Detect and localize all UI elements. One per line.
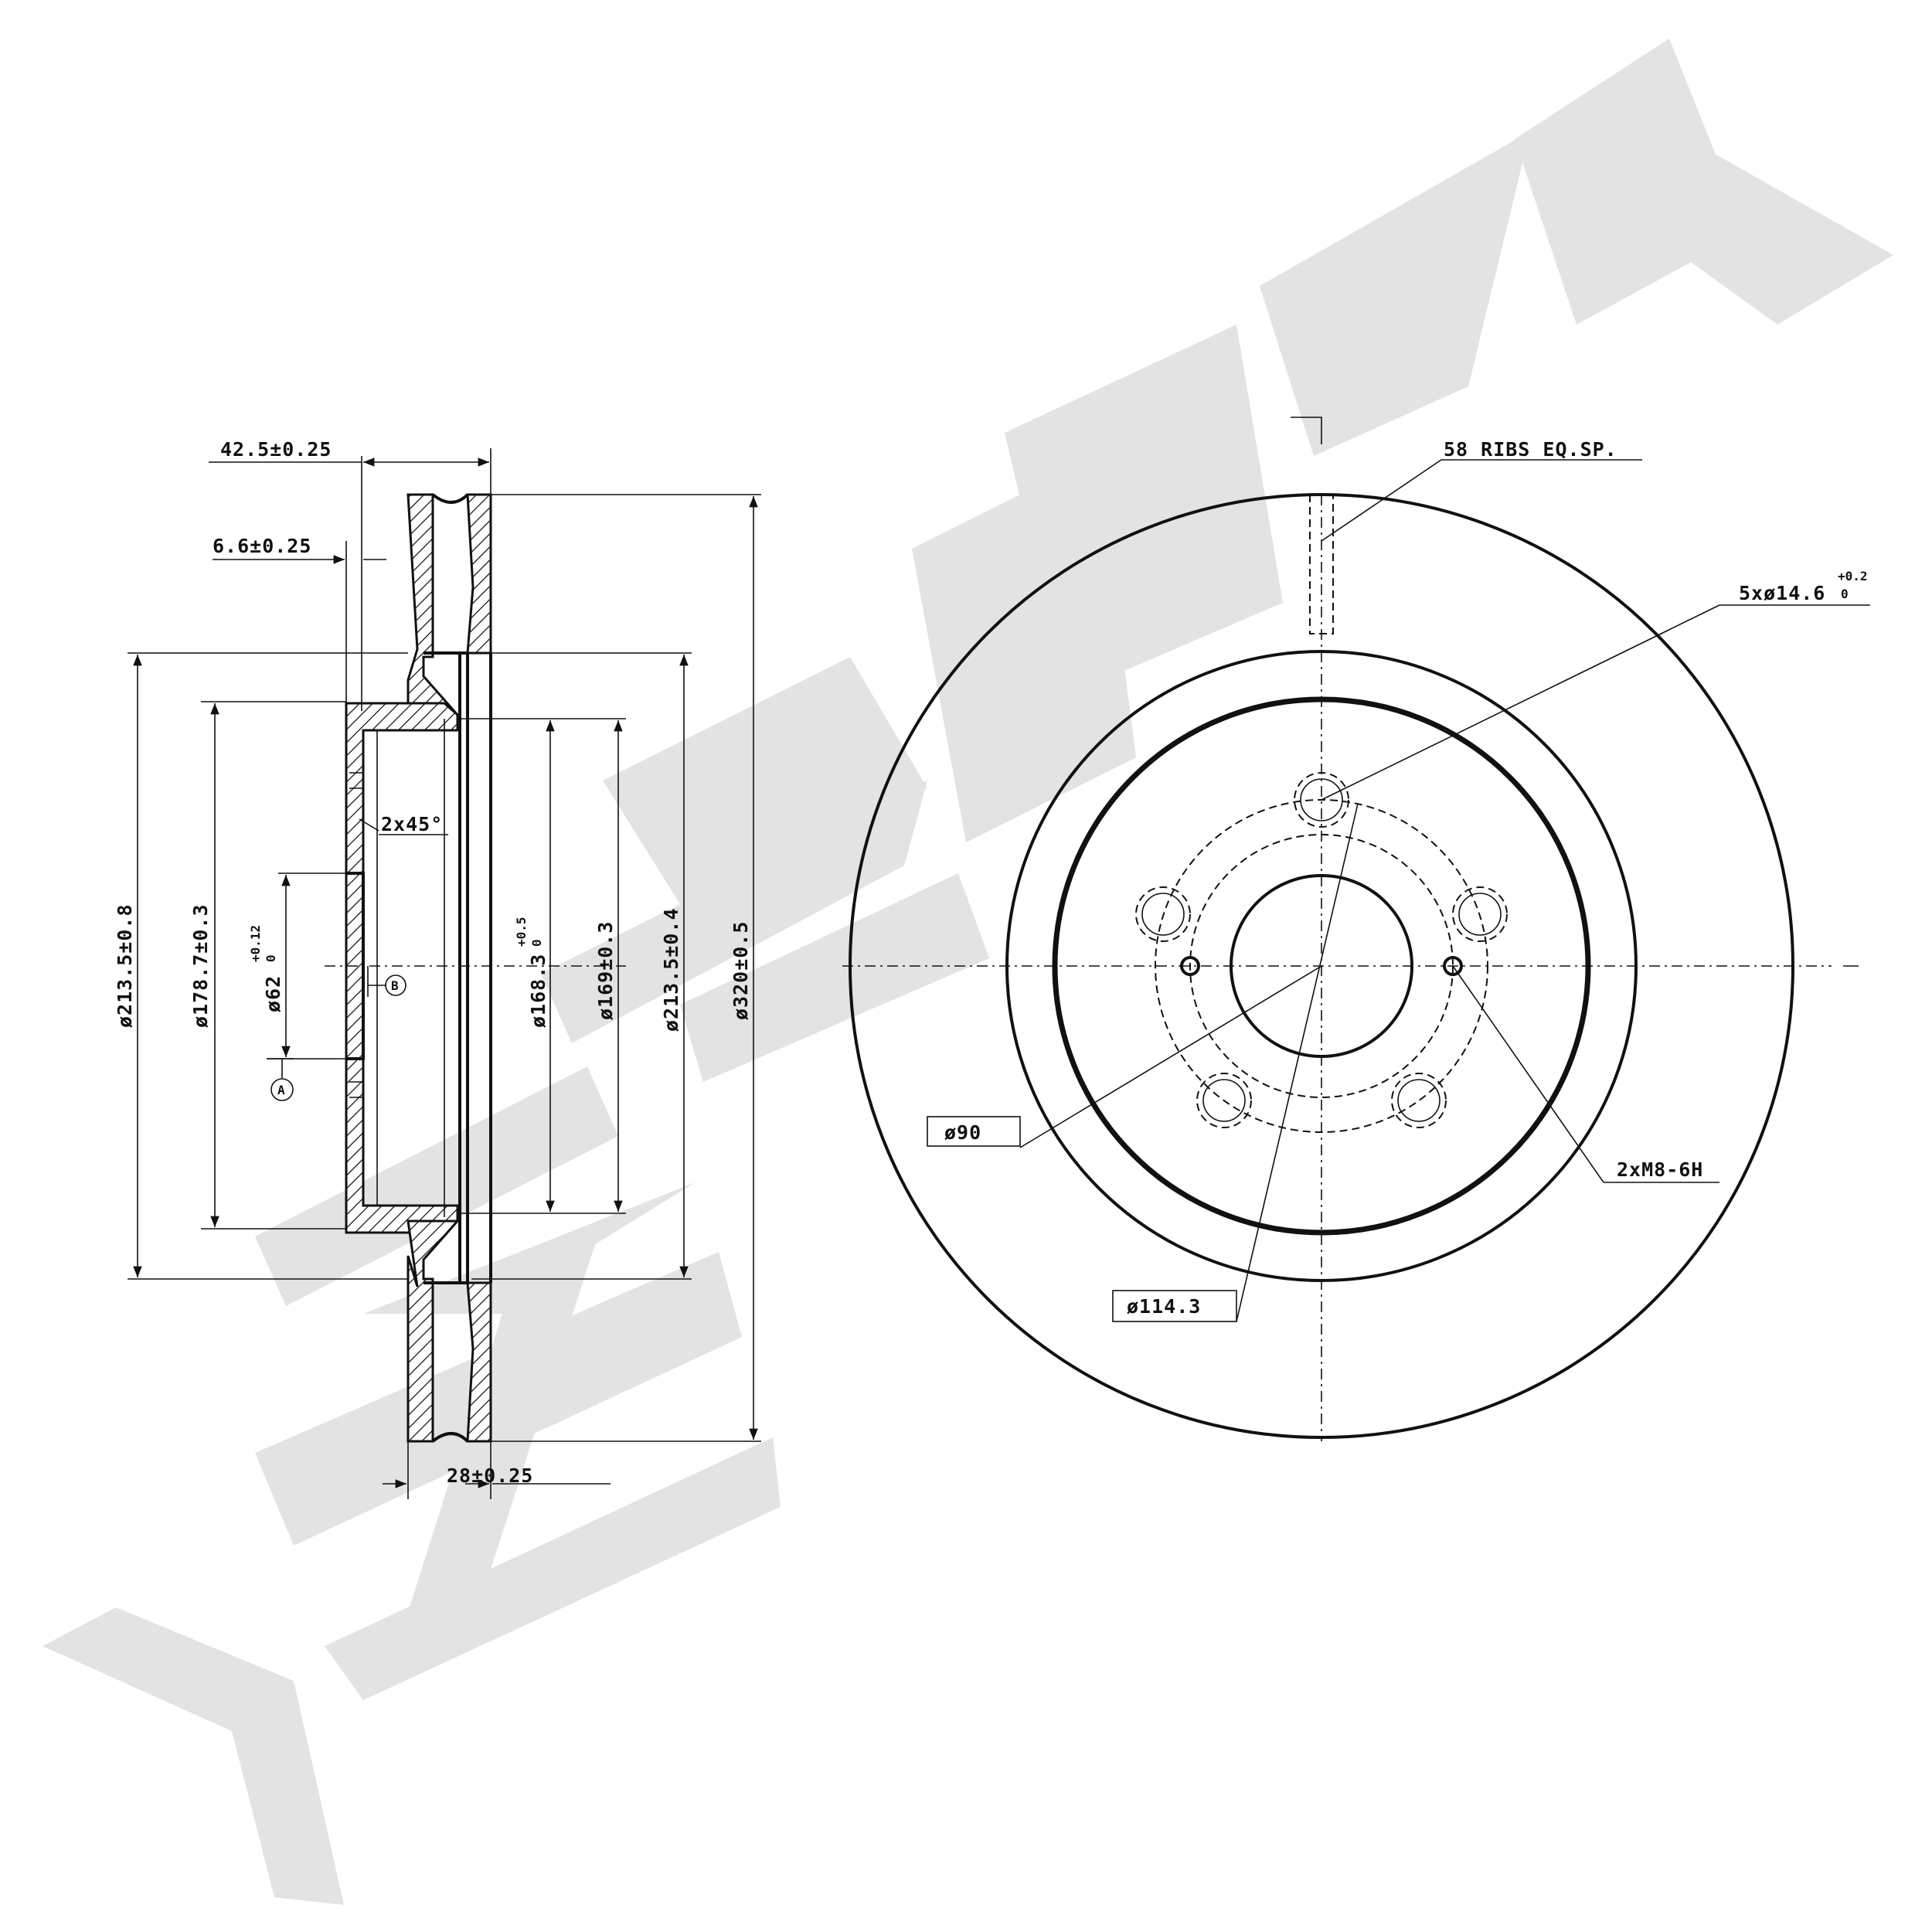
label-bolt-holes: 5xø14.6	[1739, 582, 1825, 604]
datum-b-label: B	[391, 978, 399, 993]
dim-inner-dia-1: ø168.3	[527, 954, 549, 1028]
front-view-texts: 58 RIBS EQ.SP. 5xø14.6 +0.2 0 2xM8-6H ø9…	[944, 438, 1868, 1318]
side-section-view	[325, 493, 626, 1443]
front-view	[842, 417, 1870, 1441]
dim-hat-outer-dia: ø213.5±0.8	[114, 903, 136, 1028]
dim-offset-width: 42.5±0.25	[220, 438, 332, 461]
dim-hat-inner-dia: ø178.7±0.3	[189, 903, 212, 1028]
bolt-hole-upper-left	[1135, 886, 1191, 942]
side-dimension-lines	[128, 448, 761, 1499]
dim-hat-thickness: 6.6±0.25	[213, 535, 311, 557]
label-ribs: 58 RIBS EQ.SP.	[1444, 438, 1617, 461]
dim-center-bore-tol-lower: 0	[264, 954, 278, 962]
watermark-logo	[43, 39, 1893, 1905]
label-threaded-holes: 2xM8-6H	[1617, 1158, 1703, 1181]
label-bolt-holes-tol-upper: +0.2	[1838, 569, 1868, 583]
label-pcd: ø114.3	[1127, 1295, 1201, 1318]
bolt-hole-top	[1294, 772, 1349, 828]
bottom-friction-ring-outer	[466, 1281, 492, 1443]
threaded-hole-right	[1443, 956, 1463, 976]
bolt-hole-lower-right	[1391, 1073, 1447, 1128]
bolt-hole-upper-right	[1452, 886, 1508, 942]
side-dimension-texts: 42.5±0.25 6.6±0.25 2x45° 28±0.25 B A ø21…	[114, 438, 752, 1487]
label-bore: ø90	[944, 1121, 981, 1144]
dim-chamfer: 2x45°	[381, 813, 443, 835]
dim-friction-inner-dia: ø213.5±0.4	[660, 907, 682, 1032]
top-friction-ring-outer	[466, 493, 492, 655]
bottom-friction-ring	[406, 1219, 461, 1443]
bolt-hole-lower-left	[1196, 1073, 1252, 1128]
dim-center-bore: ø62	[262, 975, 284, 1012]
dim-outer-dia: ø320±0.5	[730, 921, 752, 1020]
dim-inner-dia-2: ø169±0.3	[594, 921, 617, 1020]
dim-inner-dia-1-tol-upper: +0.5	[514, 917, 529, 947]
dim-disc-thickness: 28±0.25	[447, 1464, 533, 1487]
threaded-hole-left	[1180, 956, 1200, 976]
label-bolt-holes-tol-lower: 0	[1841, 587, 1849, 601]
top-friction-ring	[406, 493, 461, 716]
dim-center-bore-tol-upper: +0.12	[248, 925, 263, 962]
datum-a-label: A	[277, 1083, 285, 1097]
dim-inner-dia-1-tol-lower: 0	[529, 939, 544, 947]
